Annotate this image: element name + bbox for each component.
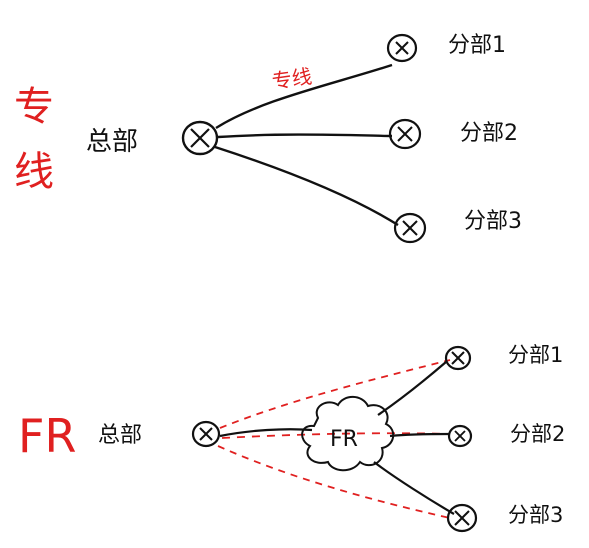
- fr-branch-3-router-icon: [446, 503, 478, 533]
- fr-cloud-icon: [301, 395, 395, 472]
- leased-line-title-char-1: 专: [14, 84, 54, 130]
- leased-link-branch-1: [215, 63, 393, 130]
- leased-hq-label: 总部: [86, 127, 138, 157]
- fr-virtual-circuit-3: [217, 445, 451, 519]
- fr-hq-router-icon: [191, 420, 221, 448]
- leased-branch-3-label: 分部3: [464, 209, 522, 234]
- leased-line-label: 专线: [270, 64, 313, 93]
- fr-virtual-circuit-1: [219, 359, 451, 429]
- leased-branch-3-router-icon: [393, 212, 427, 244]
- fr-cloud-label: FR: [330, 427, 358, 452]
- fr-branch-2-label: 分部2: [510, 422, 565, 446]
- leased-branch-2-router-icon: [388, 118, 422, 150]
- fr-branch-1-router-icon: [444, 345, 472, 371]
- leased-branch-1-router-icon: [386, 33, 418, 63]
- fr-access-link-branch-3: [373, 461, 455, 515]
- fr-access-link-branch-2: [389, 432, 451, 438]
- leased-line-title-char-2: 线: [14, 149, 54, 195]
- fr-branch-1-label: 分部1: [508, 343, 563, 367]
- fr-branch-2-router-icon: [447, 424, 473, 448]
- fr-branch-3-label: 分部3: [508, 503, 563, 527]
- leased-link-branch-3: [214, 145, 399, 227]
- leased-branch-2-label: 分部2: [460, 121, 518, 146]
- leased-branch-1-label: 分部1: [448, 33, 506, 58]
- leased-link-branch-2: [217, 133, 393, 139]
- fr-hq-label: 总部: [98, 423, 142, 448]
- leased-hq-router-icon: [181, 120, 219, 156]
- fr-title: FR: [18, 409, 76, 463]
